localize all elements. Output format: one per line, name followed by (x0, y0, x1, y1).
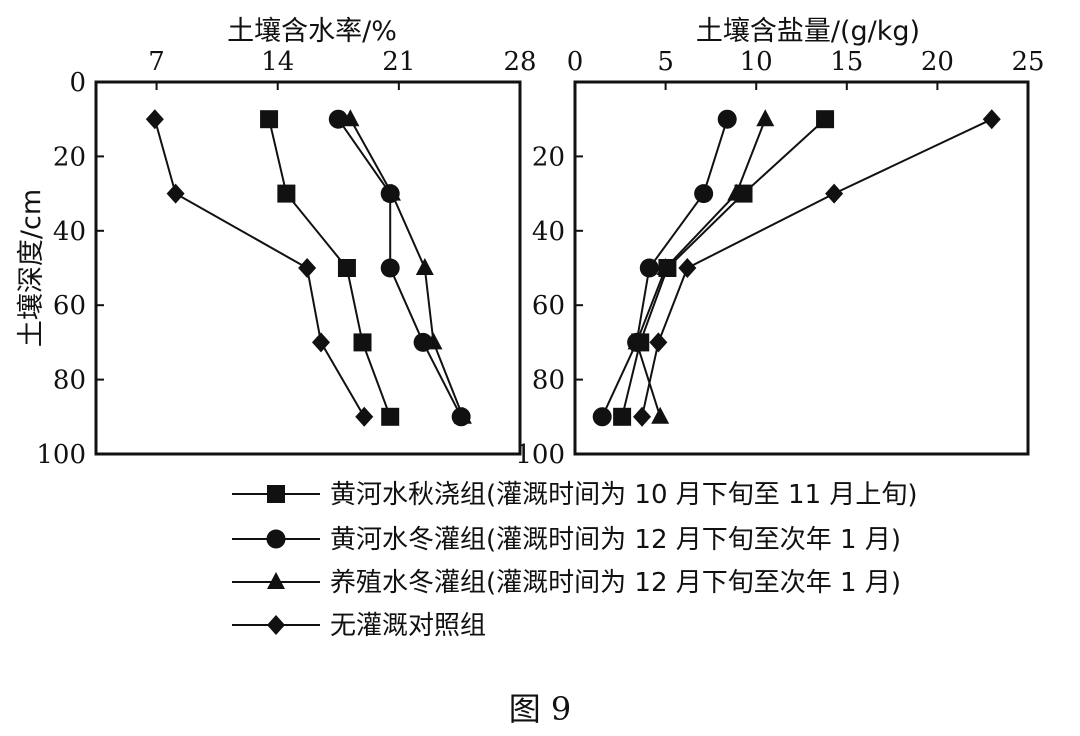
legend-label: 黄河水秋浇组(灌溉时间为 10 月下旬至 11 月上旬) (330, 480, 918, 510)
legend-marker-circle (266, 529, 286, 549)
legend-entry: 养殖水冬灌组(灌溉时间为 12 月下旬至次年 1 月) (232, 568, 901, 598)
legend-label: 黄河水冬灌组(灌溉时间为 12 月下旬至次年 1 月) (330, 525, 901, 555)
salinity-point-circle (592, 407, 612, 427)
moisture-point-square (337, 259, 356, 277)
moisture-point-circle (380, 258, 400, 278)
moisture-series-line-triangle (349, 118, 464, 418)
legend-marker-diamond (267, 615, 285, 635)
salinity-point-diamond (825, 183, 844, 204)
salinity-point-triangle (727, 183, 746, 201)
salinity-point-square (816, 110, 835, 129)
salinity-point-diamond (678, 258, 697, 278)
salinity-point-triangle (627, 332, 646, 350)
moisture-x-axis-title: 土壤含水率/% (227, 16, 397, 47)
moisture-point-triangle (424, 332, 443, 350)
salinity-y-tick-label: 20 (532, 142, 565, 172)
salinity-point-circle (717, 109, 737, 129)
moisture-point-diamond (311, 332, 330, 353)
figure-caption: 图 9 (509, 690, 572, 728)
moisture-point-triangle (382, 183, 401, 201)
moisture-point-diamond (298, 258, 317, 278)
salinity-point-triangle (656, 258, 675, 275)
salinity-series (592, 109, 1001, 427)
moisture-y-tick-label: 60 (53, 291, 86, 321)
salinity-point-triangle (756, 109, 775, 127)
salinity-point-diamond (982, 109, 1001, 130)
salinity-y-tick-label: 40 (532, 217, 565, 247)
salinity-x-tick-label: 10 (740, 47, 773, 77)
moisture-point-square (260, 110, 279, 129)
salinity-point-diamond (649, 332, 668, 353)
moisture-point-diamond (166, 183, 185, 204)
moisture-series-line-square (268, 118, 392, 418)
salinity-chart: 土壤含盐量/(g/kg) 0 5 10 15 20 25 20 40 60 80 100 (515, 16, 1044, 470)
legend-label: 养殖水冬灌组(灌溉时间为 12 月下旬至次年 1 月) (330, 568, 901, 598)
salinity-y-tick-label: 100 (515, 440, 565, 470)
moisture-point-square (381, 407, 400, 426)
moisture-y-tick-label: 100 (36, 440, 86, 470)
moisture-y-tick-label: 80 (53, 366, 86, 396)
moisture-y-tick-label: 0 (69, 68, 86, 98)
moisture-point-triangle (341, 109, 360, 127)
salinity-x-tick-label: 20 (921, 47, 954, 77)
salinity-point-triangle (651, 406, 670, 424)
moisture-series-line-diamond (153, 118, 366, 418)
salinity-plot-frame (573, 80, 1030, 456)
moisture-y-tick-label: 20 (53, 142, 86, 172)
moisture-x-tick-label: 28 (503, 47, 536, 77)
moisture-x-tick-label: 21 (382, 47, 415, 77)
salinity-point-circle (639, 258, 659, 278)
salinity-x-tick-label: 15 (830, 47, 863, 77)
legend-marker-triangle (267, 572, 285, 589)
legend-marker-circle-shape (266, 529, 286, 549)
salinity-x-axis-title: 土壤含盐量/(g/kg) (696, 16, 920, 47)
salinity-x-ticks: 0 5 10 15 20 25 (567, 47, 1045, 90)
legend-entry: 黄河水秋浇组(灌溉时间为 10 月下旬至 11 月上旬) (232, 480, 918, 510)
moisture-chart: 土壤含水率/% 土壤深度/cm 7 14 21 28 0 20 40 60 80 100 (16, 16, 537, 470)
salinity-y-tick-label: 60 (532, 291, 565, 321)
salinity-point-diamond (633, 406, 652, 427)
salinity-x-tick-label: 5 (657, 47, 674, 77)
moisture-plot-frame (94, 80, 522, 456)
moisture-point-diamond (355, 406, 374, 427)
moisture-series-line-circle (337, 118, 463, 418)
legend-entry: 黄河水冬灌组(灌溉时间为 12 月下旬至次年 1 月) (232, 525, 901, 555)
legend-marker-square (267, 485, 285, 503)
moisture-y-ticks: 0 20 40 60 80 100 (36, 68, 104, 470)
moisture-point-diamond (145, 109, 164, 130)
moisture-point-square (353, 333, 372, 352)
moisture-series (145, 109, 472, 427)
legend: 黄河水秋浇组(灌溉时间为 10 月下旬至 11 月上旬) 黄河水冬灌组(灌溉时间… (232, 480, 918, 641)
legend-marker-diamond-shape (267, 615, 285, 635)
salinity-point-square (613, 407, 632, 426)
legend-marker-square-shape (267, 485, 285, 503)
salinity-y-tick-label: 80 (532, 366, 565, 396)
moisture-point-triangle (453, 406, 472, 424)
moisture-x-tick-label: 7 (148, 47, 165, 77)
moisture-x-tick-label: 14 (261, 47, 294, 77)
moisture-x-ticks: 7 14 21 28 (148, 47, 537, 90)
salinity-point-circle (694, 184, 714, 204)
legend-entry: 无灌溉对照组 (232, 611, 486, 641)
moisture-y-tick-label: 40 (53, 217, 86, 247)
salinity-x-tick-label: 25 (1011, 47, 1044, 77)
legend-marker-triangle-shape (267, 572, 285, 589)
moisture-point-triangle (415, 258, 434, 275)
depth-y-axis-title: 土壤深度/cm (16, 189, 47, 347)
salinity-y-ticks: 20 40 60 80 100 (515, 142, 583, 470)
salinity-x-tick-label: 0 (567, 47, 584, 77)
legend-label: 无灌溉对照组 (330, 611, 486, 641)
moisture-point-square (277, 184, 296, 203)
